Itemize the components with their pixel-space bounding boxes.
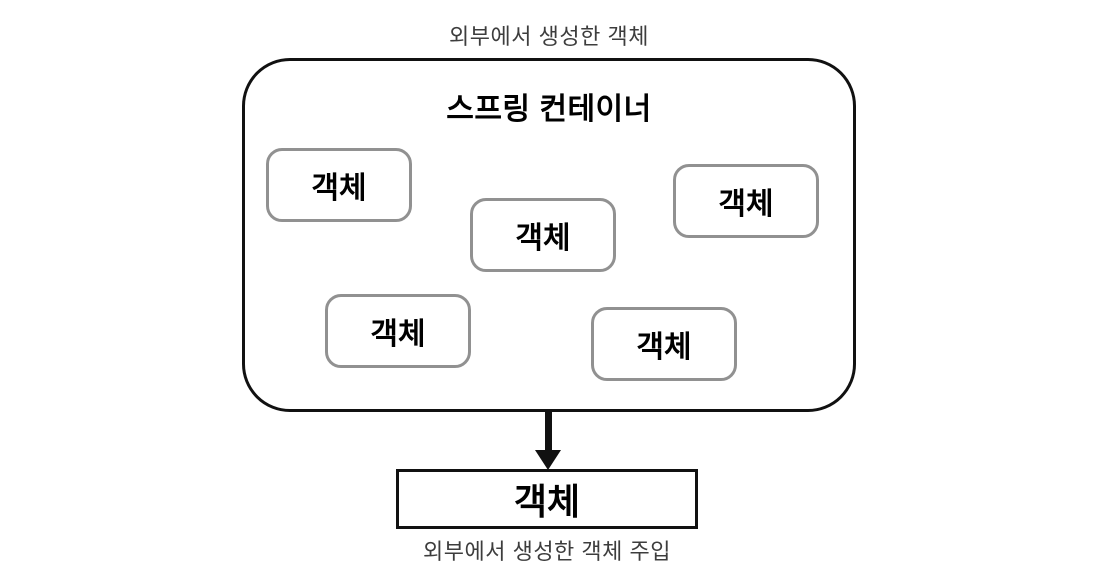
object-box-2: 객체 bbox=[470, 198, 616, 272]
object-box-1: 객체 bbox=[266, 148, 412, 222]
injected-object-box: 객체 bbox=[396, 469, 698, 529]
object-box-5: 객체 bbox=[591, 307, 737, 381]
object-box-4: 객체 bbox=[325, 294, 471, 368]
arrow-head bbox=[535, 450, 561, 470]
injection-caption: 외부에서 생성한 객체 주입 bbox=[423, 539, 671, 564]
spring-container-box: 스프링 컨테이너 객체 객체 객체 객체 객체 bbox=[242, 58, 856, 412]
spring-container-title: 스프링 컨테이너 bbox=[446, 93, 652, 126]
external-object-caption: 외부에서 생성한 객체 bbox=[449, 24, 649, 49]
down-arrow-icon bbox=[535, 412, 561, 470]
object-box-3: 객체 bbox=[673, 164, 819, 238]
arrow-stem bbox=[544, 412, 552, 452]
